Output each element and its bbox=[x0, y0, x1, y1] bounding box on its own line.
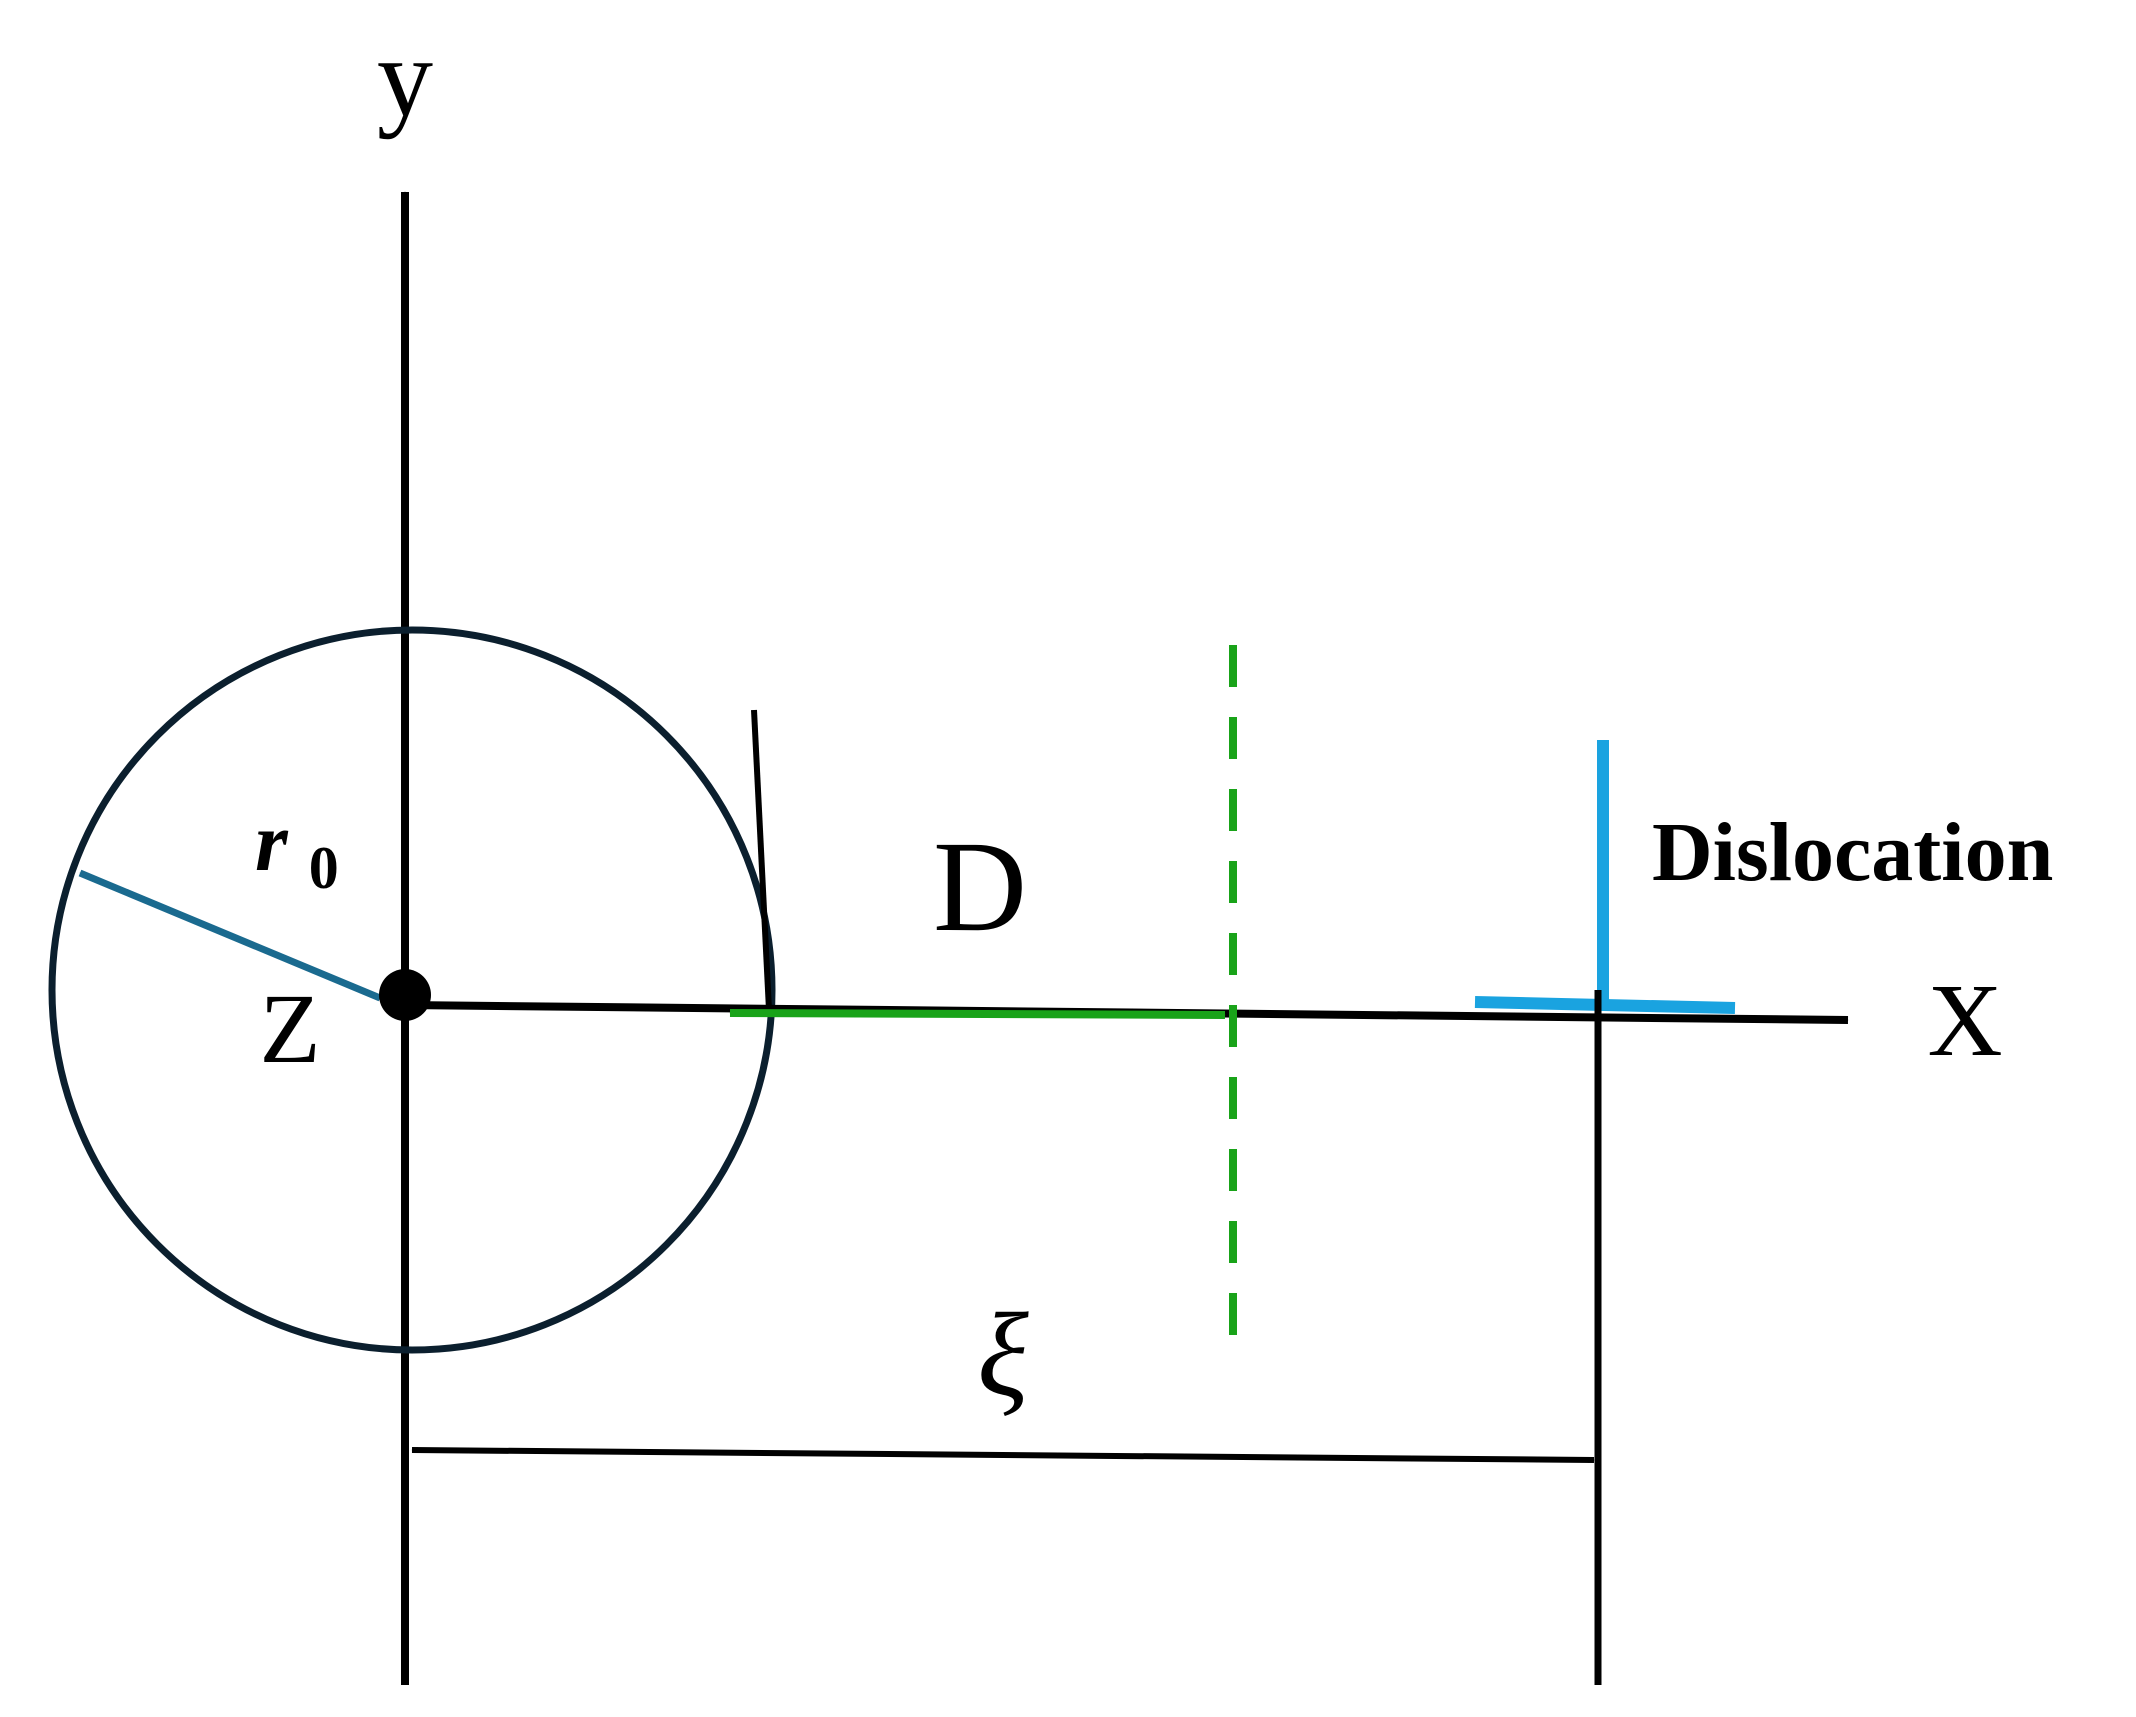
distance-xi-arrow bbox=[411, 1447, 1595, 1463]
x-axis-label: X bbox=[1927, 963, 2002, 1078]
origin-point bbox=[379, 969, 431, 1021]
circle-boundary bbox=[48, 626, 776, 1354]
distance-xi-label: ξ bbox=[977, 1288, 1029, 1421]
radius-label: r 0 bbox=[255, 796, 339, 901]
distance-d-label: D bbox=[933, 815, 1027, 959]
radius-label-subscript: 0 bbox=[309, 835, 339, 901]
y-axis-label: y bbox=[377, 16, 433, 140]
origin-label: Z bbox=[259, 973, 320, 1084]
distance-d-arrow bbox=[729, 1009, 1226, 1019]
dislocation-label: Dislocation bbox=[1652, 806, 2053, 899]
dislocation-symbol-base bbox=[1474, 996, 1736, 1014]
radius-arrow bbox=[78, 869, 382, 1002]
radius-label-symbol: r bbox=[255, 796, 289, 889]
tangent-line bbox=[751, 709, 772, 1011]
